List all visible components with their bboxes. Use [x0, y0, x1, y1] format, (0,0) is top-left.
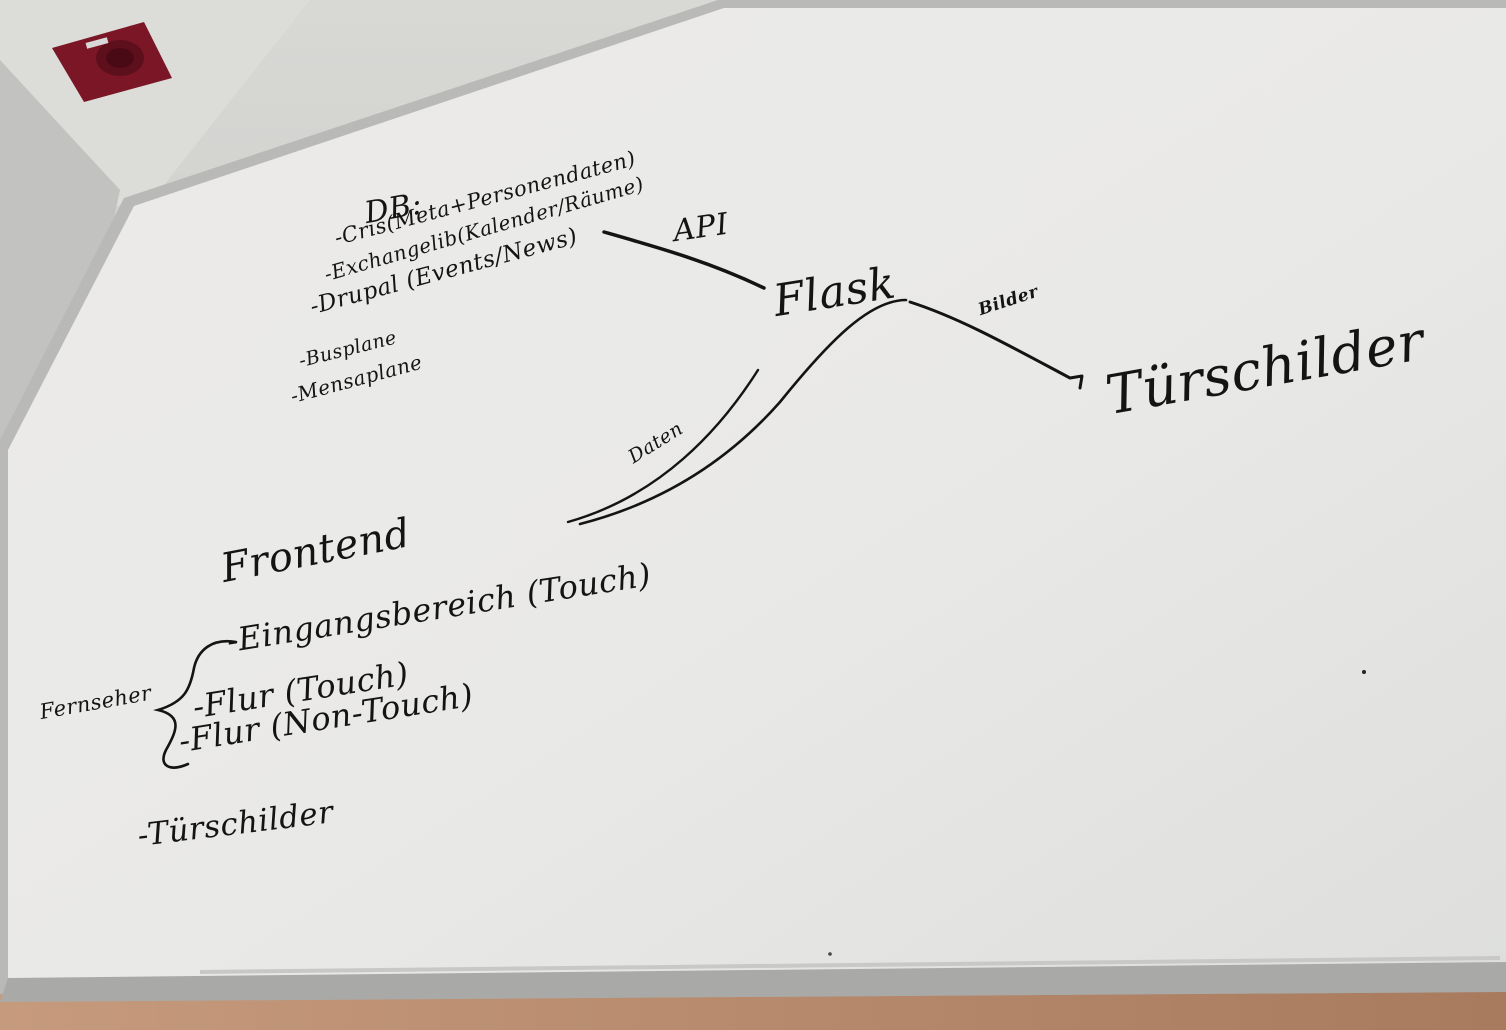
- tray-highlight: [199, 956, 1501, 974]
- daten-curve-outer: [578, 298, 908, 526]
- daten-curve-inner: [566, 368, 760, 524]
- board-dot: [1362, 670, 1366, 674]
- fernseher-brace: [153, 639, 238, 769]
- board-dot: [828, 952, 832, 956]
- whiteboard-surface: [8, 8, 1506, 980]
- marker-tray: [0, 962, 1506, 1002]
- bilder-line: [908, 300, 1084, 390]
- api-line: [602, 230, 766, 290]
- wall-socket: [52, 22, 172, 102]
